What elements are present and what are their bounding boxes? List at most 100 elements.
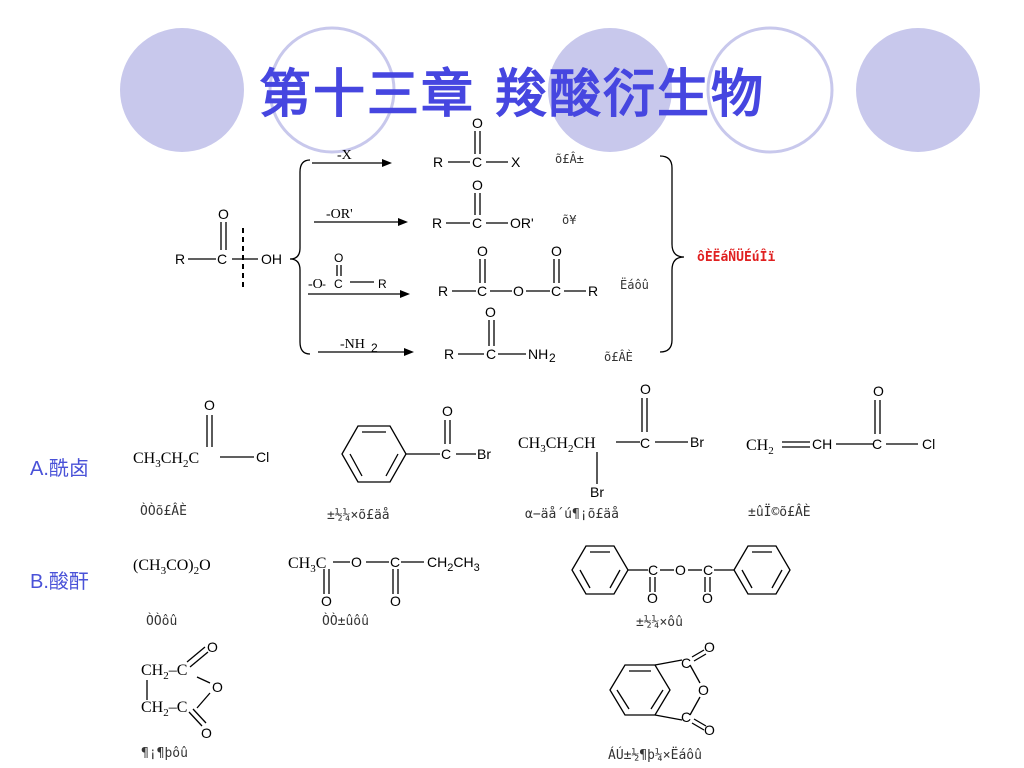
svg-text:NH: NH xyxy=(528,346,548,362)
svg-text:O: O xyxy=(640,381,651,397)
caption-benzoyl-bromide: ±½¼×õ£äå xyxy=(327,508,390,523)
svg-text:C: C xyxy=(872,436,882,452)
svg-text:O: O xyxy=(390,593,401,609)
svg-text:C: C xyxy=(681,655,691,671)
svg-text:CH3CH2C: CH3CH2C xyxy=(133,450,199,470)
background-circle xyxy=(706,26,834,154)
svg-text:Br: Br xyxy=(590,484,604,500)
svg-text:X: X xyxy=(511,154,521,170)
svg-text:O: O xyxy=(477,243,488,259)
svg-text:O: O xyxy=(551,243,562,259)
svg-text:CH: CH xyxy=(812,436,832,452)
note-amide: õ£ÂÈ xyxy=(604,350,633,364)
svg-text:C: C xyxy=(390,554,400,570)
svg-text:CH2–C: CH2–C xyxy=(141,662,187,682)
note-acyl-halide: õ£Â± xyxy=(555,152,584,166)
arrow-head xyxy=(400,290,410,298)
caption-bromobutanoyl-bromide: α−äå´ú¶¡õ£äå xyxy=(525,507,619,522)
background-circle xyxy=(268,26,396,154)
row-label-anhydrides: B.酸酐 xyxy=(30,571,89,593)
svg-text:C: C xyxy=(472,154,482,170)
reagent-label-amino-subscript: 2 xyxy=(371,341,378,355)
caption-acetic-anhydride: ÒÒôû xyxy=(146,614,178,629)
svg-text:O: O xyxy=(442,403,453,419)
svg-text:OR': OR' xyxy=(510,215,534,231)
svg-text:O: O xyxy=(704,639,715,655)
svg-text:O: O xyxy=(201,725,212,741)
svg-text:O: O xyxy=(485,304,496,320)
svg-text:OH: OH xyxy=(261,251,282,267)
slide-title: 第十三章 羧酸衍生物 xyxy=(258,65,766,125)
reagent-label-acyloxy: -O xyxy=(308,277,323,292)
svg-text:C: C xyxy=(477,283,487,299)
svg-text:C: C xyxy=(703,562,713,578)
svg-text:C: C xyxy=(486,346,496,362)
note-ester: õ¥ xyxy=(562,213,577,227)
caption-acetic-propanoic-anhydride: ÒÒ±ûôû xyxy=(322,614,369,629)
svg-text:O: O xyxy=(334,251,343,265)
caption-phthalic-anhydride: ÁÚ±½¶þ¼×Ëáôû xyxy=(608,748,702,763)
svg-text:O: O xyxy=(472,115,483,131)
reagent-label-amino: -NH xyxy=(340,337,365,352)
svg-text:C: C xyxy=(551,283,561,299)
svg-text:R: R xyxy=(175,251,185,267)
arrow-head xyxy=(382,159,392,167)
svg-text:C: C xyxy=(217,251,227,267)
svg-text:C: C xyxy=(681,709,691,725)
svg-text:O: O xyxy=(218,206,229,222)
reagent-label-alkoxy: -OR' xyxy=(326,207,353,222)
svg-text:-: - xyxy=(322,277,326,291)
svg-text:O: O xyxy=(873,383,884,399)
note-anhydride: Ëáôû xyxy=(620,278,649,292)
svg-text:O: O xyxy=(472,177,483,193)
svg-text:(CH3CO)2O: (CH3CO)2O xyxy=(133,557,211,577)
svg-text:Cl: Cl xyxy=(256,449,269,465)
background-circle xyxy=(548,28,672,152)
svg-text:O: O xyxy=(704,722,715,738)
svg-text:Cl: Cl xyxy=(922,436,935,452)
summary-label: ôÈËáÑÜÉúÎï xyxy=(697,250,776,265)
svg-text:CH3C: CH3C xyxy=(288,555,326,575)
svg-text:O: O xyxy=(207,639,218,655)
svg-text:C: C xyxy=(334,277,343,291)
svg-text:R: R xyxy=(432,215,442,231)
arrow-head xyxy=(404,348,414,356)
caption-succinic-anhydride: ¶¡¶þôû xyxy=(141,746,188,761)
svg-text:CH2: CH2 xyxy=(746,437,774,457)
svg-text:C: C xyxy=(441,446,451,462)
svg-text:CH2CH3: CH2CH3 xyxy=(427,554,480,574)
svg-text:O: O xyxy=(675,562,686,578)
svg-text:R: R xyxy=(444,346,454,362)
svg-text:R: R xyxy=(588,283,598,299)
svg-text:O: O xyxy=(212,679,223,695)
caption-acryloyl-chloride: ±ûÏ©õ£ÂÈ xyxy=(748,505,811,520)
svg-text:O: O xyxy=(321,593,332,609)
svg-text:O: O xyxy=(513,283,524,299)
svg-text:Br: Br xyxy=(477,446,491,462)
svg-text:O: O xyxy=(647,590,658,606)
svg-text:C: C xyxy=(648,562,658,578)
arrow-head xyxy=(398,218,408,226)
svg-text:O: O xyxy=(698,682,709,698)
row-label-acyl-halides: A.酰卤 xyxy=(30,458,89,480)
svg-text:O: O xyxy=(702,590,713,606)
svg-text:C: C xyxy=(640,435,650,451)
background-circle xyxy=(120,28,244,152)
background-circle xyxy=(856,28,980,152)
svg-text:R: R xyxy=(438,283,448,299)
svg-text:CH3CH2CH: CH3CH2CH xyxy=(518,435,596,455)
reagent-label-halide: -X xyxy=(337,148,352,163)
caption-propanoyl-chloride: ÒÒõ£ÂÈ xyxy=(140,504,187,519)
svg-text:2: 2 xyxy=(549,351,556,365)
svg-text:O: O xyxy=(351,554,362,570)
caption-benzoic-anhydride: ±½¼×ôû xyxy=(636,615,683,630)
svg-text:R: R xyxy=(433,154,443,170)
svg-text:R: R xyxy=(378,277,387,291)
svg-text:O: O xyxy=(204,397,215,413)
svg-text:Br: Br xyxy=(690,434,704,450)
